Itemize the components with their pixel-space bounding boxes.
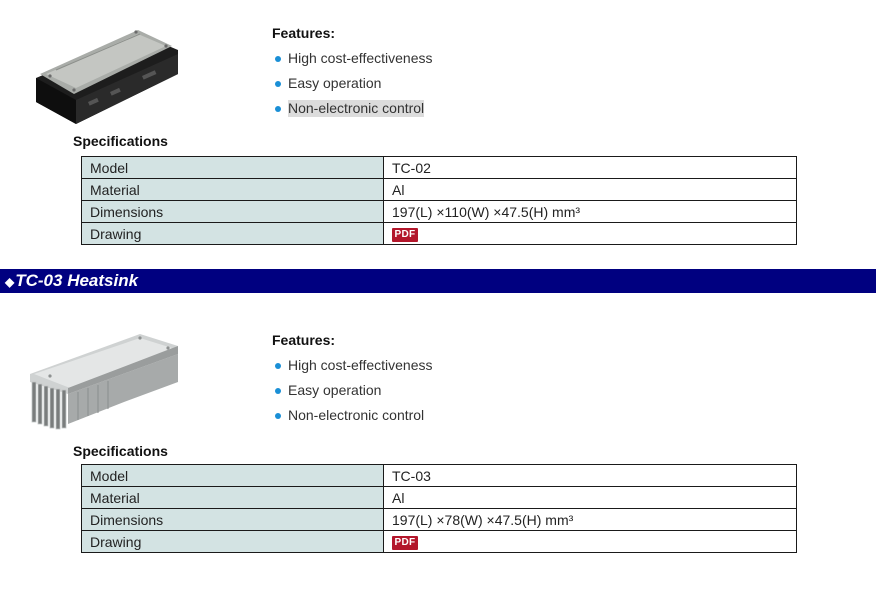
specifications-title: Specifications [73,443,168,459]
bullet-icon [275,363,281,369]
spec-label-dimensions: Dimensions [81,200,384,223]
spec-label-model: Model [81,156,384,179]
tc-02-product-image [32,16,180,128]
feature-item: High cost-effectiveness [272,357,432,382]
features-title: Features: [272,25,336,41]
spec-value-drawing: PDF [383,530,797,553]
feature-item: Easy operation [272,382,432,407]
bullet-icon [275,388,281,394]
table-row: Drawing PDF [81,222,797,245]
table-row: Drawing PDF [81,530,797,553]
table-row: Material Al [81,486,797,509]
feature-item: Non-electronic control [272,100,432,125]
highlighted-feature-text: Non-electronic control [288,100,425,117]
spec-label-material: Material [81,178,384,201]
bullet-icon [275,81,281,87]
spec-label-material: Material [81,486,384,509]
table-row: Dimensions 197(L) ×78(W) ×47.5(H) mm³ [81,508,797,531]
feature-item: High cost-effectiveness [272,50,432,75]
spec-value-material: Al [383,178,797,201]
section-header-bar: ◆TC-03 Heatsink [0,269,876,293]
spec-value-material: Al [383,486,797,509]
table-row: Model TC-02 [81,156,797,179]
section-title: TC-03 Heatsink [15,271,139,290]
feature-item: Non-electronic control [272,407,432,432]
spec-value-model: TC-03 [383,464,797,487]
feature-item: Easy operation [272,75,432,100]
diamond-icon: ◆ [5,275,15,289]
spec-label-model: Model [81,464,384,487]
spec-label-drawing: Drawing [81,530,384,553]
tc-03-heatsink-image [28,330,180,430]
bullet-icon [275,56,281,62]
features-title: Features: [272,332,336,348]
bullet-icon [275,106,281,112]
bullet-icon [275,413,281,419]
spec-value-dimensions: 197(L) ×78(W) ×47.5(H) mm³ [383,508,797,531]
specifications-table: Model TC-02 Material Al Dimensions 197(L… [81,156,797,245]
pdf-download-icon[interactable]: PDF [392,535,418,550]
spec-label-dimensions: Dimensions [81,508,384,531]
spec-value-dimensions: 197(L) ×110(W) ×47.5(H) mm³ [383,200,797,223]
features-list: High cost-effectiveness Easy operation N… [272,357,432,432]
table-row: Model TC-03 [81,464,797,487]
features-list: High cost-effectiveness Easy operation N… [272,50,432,125]
spec-value-model: TC-02 [383,156,797,179]
spec-label-drawing: Drawing [81,222,384,245]
spec-value-drawing: PDF [383,222,797,245]
table-row: Dimensions 197(L) ×110(W) ×47.5(H) mm³ [81,200,797,223]
table-row: Material Al [81,178,797,201]
specifications-title: Specifications [73,133,168,149]
pdf-download-icon[interactable]: PDF [392,227,418,242]
specifications-table: Model TC-03 Material Al Dimensions 197(L… [81,464,797,553]
